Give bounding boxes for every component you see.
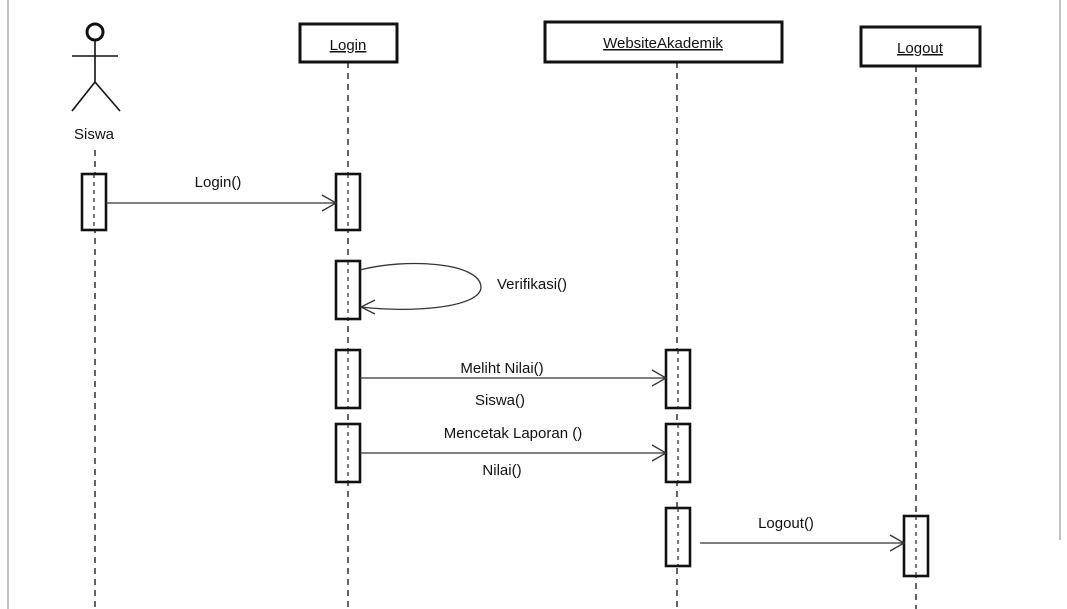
activation-login-1: [334, 172, 362, 232]
message-meliht-nilai: Meliht Nilai() Siswa(): [360, 360, 668, 409]
activation-logout-1: [902, 514, 930, 578]
arrowhead-icon: [651, 444, 668, 462]
message-label-mencetak-laporan-line1: Mencetak Laporan (): [444, 425, 582, 442]
participant-box-website: [543, 20, 784, 64]
activation-siswa-1: [80, 172, 108, 232]
actor-left-leg: [71, 81, 96, 112]
actor-right-leg: [94, 81, 121, 112]
participant-label-logout: Logout: [897, 40, 944, 57]
activation-website-3: [664, 506, 692, 568]
arrowhead-icon: [321, 194, 338, 212]
message-verifikasi: Verifikasi(): [359, 262, 567, 315]
actor-head-icon: [85, 22, 105, 42]
activation-login-3: [334, 348, 362, 410]
actor-label-siswa: Siswa: [74, 126, 115, 143]
message-label-mencetak-laporan-line2: Nilai(): [482, 462, 521, 479]
arrowhead-icon: [651, 369, 668, 387]
participant-box-logout: [859, 25, 982, 68]
participant-login: Login: [298, 22, 399, 64]
message-logout: Logout(): [700, 515, 906, 552]
message-label-verifikasi: Verifikasi(): [497, 276, 567, 293]
message-label-logout: Logout(): [758, 515, 814, 532]
activation-website-2: [664, 422, 692, 484]
activation-login-2: [334, 259, 362, 321]
arrowhead-icon: [359, 299, 376, 315]
message-login: Login(): [106, 174, 338, 212]
participant-box-login: [298, 22, 399, 64]
message-mencetak-laporan: Mencetak Laporan () Nilai(): [360, 425, 668, 479]
message-label-meliht-nilai-line2: Siswa(): [475, 392, 525, 409]
activation-website-1: [664, 348, 692, 410]
message-label-login: Login(): [195, 174, 242, 191]
participant-label-website: WebsiteAkademik: [603, 35, 723, 52]
message-arrow-verifikasi: [359, 262, 482, 311]
participant-label-login: Login: [330, 37, 367, 54]
participant-logout: Logout: [859, 25, 982, 68]
message-label-meliht-nilai-line1: Meliht Nilai(): [460, 360, 543, 377]
actor-siswa: Siswa: [71, 22, 121, 143]
arrowhead-icon: [889, 534, 906, 552]
participant-website: WebsiteAkademik: [543, 20, 784, 64]
activation-login-4: [334, 422, 362, 484]
